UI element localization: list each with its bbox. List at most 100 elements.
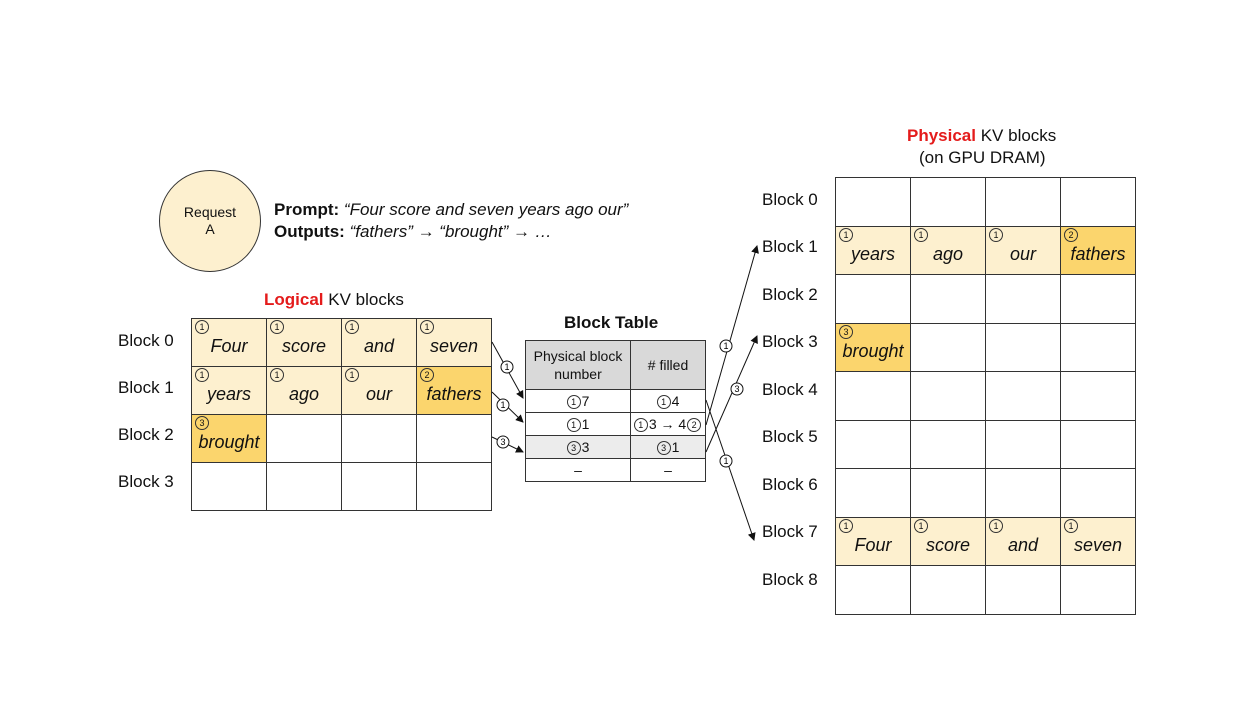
header-physical-block-number: Physical block number [525,340,631,390]
logical-kv-cell [266,462,342,511]
physical-kv-cell [1060,177,1136,227]
token-text: seven [1073,534,1123,555]
token-step-badge: 1 [914,518,928,533]
physical-block-row [835,565,1136,615]
physical-kv-cell [835,274,911,324]
arrow-step-badge [496,398,510,412]
token-step-badge: 3 [195,416,209,430]
request-id: A [205,221,215,237]
physical-kv-cell [910,322,986,372]
logical-kv-cell [416,462,492,511]
physical-kv-cell [835,565,911,615]
physical-row-label: Block 7 [762,522,818,542]
token-text: ago [288,384,320,404]
block-table-row: –– [525,458,706,482]
physical-kv-cell [985,419,1061,469]
arrow-table-to-physical3 [705,335,758,453]
physical-kv-cell [985,565,1061,615]
physical-block-row [835,177,1136,227]
physical-row-label: Block 4 [762,379,818,399]
token-text: seven [429,336,479,356]
logical-block-row [191,462,492,511]
prompt-label: Prompt: [274,200,340,219]
physical-row-label: Block 6 [762,474,818,494]
token-text: fathers [1070,243,1126,264]
outputs-label: Outputs: [274,222,345,241]
token-text: fathers [426,384,482,404]
physical-kv-cell [985,177,1061,227]
token-step-badge: 2 [1064,227,1078,242]
physical-block-row [835,468,1136,518]
token-text: brought [842,340,904,361]
num-filled-value: – [664,462,672,478]
physical-kv-cell [910,371,986,421]
physical-block-row [835,371,1136,421]
physical-kv-cell [910,274,986,324]
arrow-table-to-physical7 [705,399,756,541]
physical-block-number: 3 [581,438,590,455]
logical-kv-cell: 1 seven [416,318,492,367]
request-a-circle: Request A [159,170,261,272]
arrow-step-badge [496,435,510,449]
token-step-badge: 2 [687,418,702,433]
physical-kv-cell [1060,468,1136,518]
physical-kv-cell: 1 our [985,225,1061,275]
physical-block-row [835,419,1136,469]
token-step-badge: 1 [195,368,209,382]
token-step-badge: 3 [839,324,853,339]
token-step-badge: 1 [1064,518,1078,533]
physical-row-label: Block 0 [762,189,818,209]
physical-title-rest: KV blocks [976,126,1057,145]
token-text: our [1009,243,1036,264]
logical-title-emphasis: Logical [264,290,324,309]
outputs-line: Outputs: “fathers” → “brought” → … [274,222,552,242]
physical-kv-cell [910,565,986,615]
token-step-badge: 1 [195,320,209,334]
physical-kv-cell [985,371,1061,421]
physical-title-emphasis: Physical [907,126,976,145]
arrow-step-badge-text: 3 [500,437,505,447]
arrow-step-badge-text: 1 [723,456,728,466]
token-step-badge: 1 [633,418,648,433]
physical-kv-cell [985,322,1061,372]
arrow-step-badge-text: 1 [500,400,505,410]
physical-kv-cell [835,177,911,227]
arrow-step-badge-text: 1 [504,362,509,372]
token-text: Four [210,336,248,356]
token-text: Four [854,534,892,555]
token-step-badge: 2 [420,368,434,382]
outputs-text: “fathers” → “brought” → … [349,222,552,241]
token-step-badge: 1 [989,227,1003,242]
physical-kv-cell [1060,322,1136,372]
token-step-badge: 1 [566,418,581,433]
logical-row-label: Block 1 [118,377,174,397]
num-filled-cell: – [630,458,706,482]
arrow-step-badge-text: 1 [723,341,728,351]
token-step-badge: 1 [420,320,434,334]
physical-kv-cell [910,177,986,227]
logical-kv-cell [341,462,417,511]
physical-kv-cell [910,419,986,469]
block-table-title: Block Table [564,313,659,332]
token-text: ago [932,243,964,264]
request-label: Request [183,204,237,220]
arrow-step-badge [500,360,514,374]
physical-row-label: Block 2 [762,284,818,304]
token-step-badge: 1 [839,227,853,242]
num-filled-value: 3 → 4 [648,415,687,432]
physical-kv-cell [985,468,1061,518]
physical-row-label: Block 8 [762,569,818,589]
physical-kv-cell [1060,565,1136,615]
